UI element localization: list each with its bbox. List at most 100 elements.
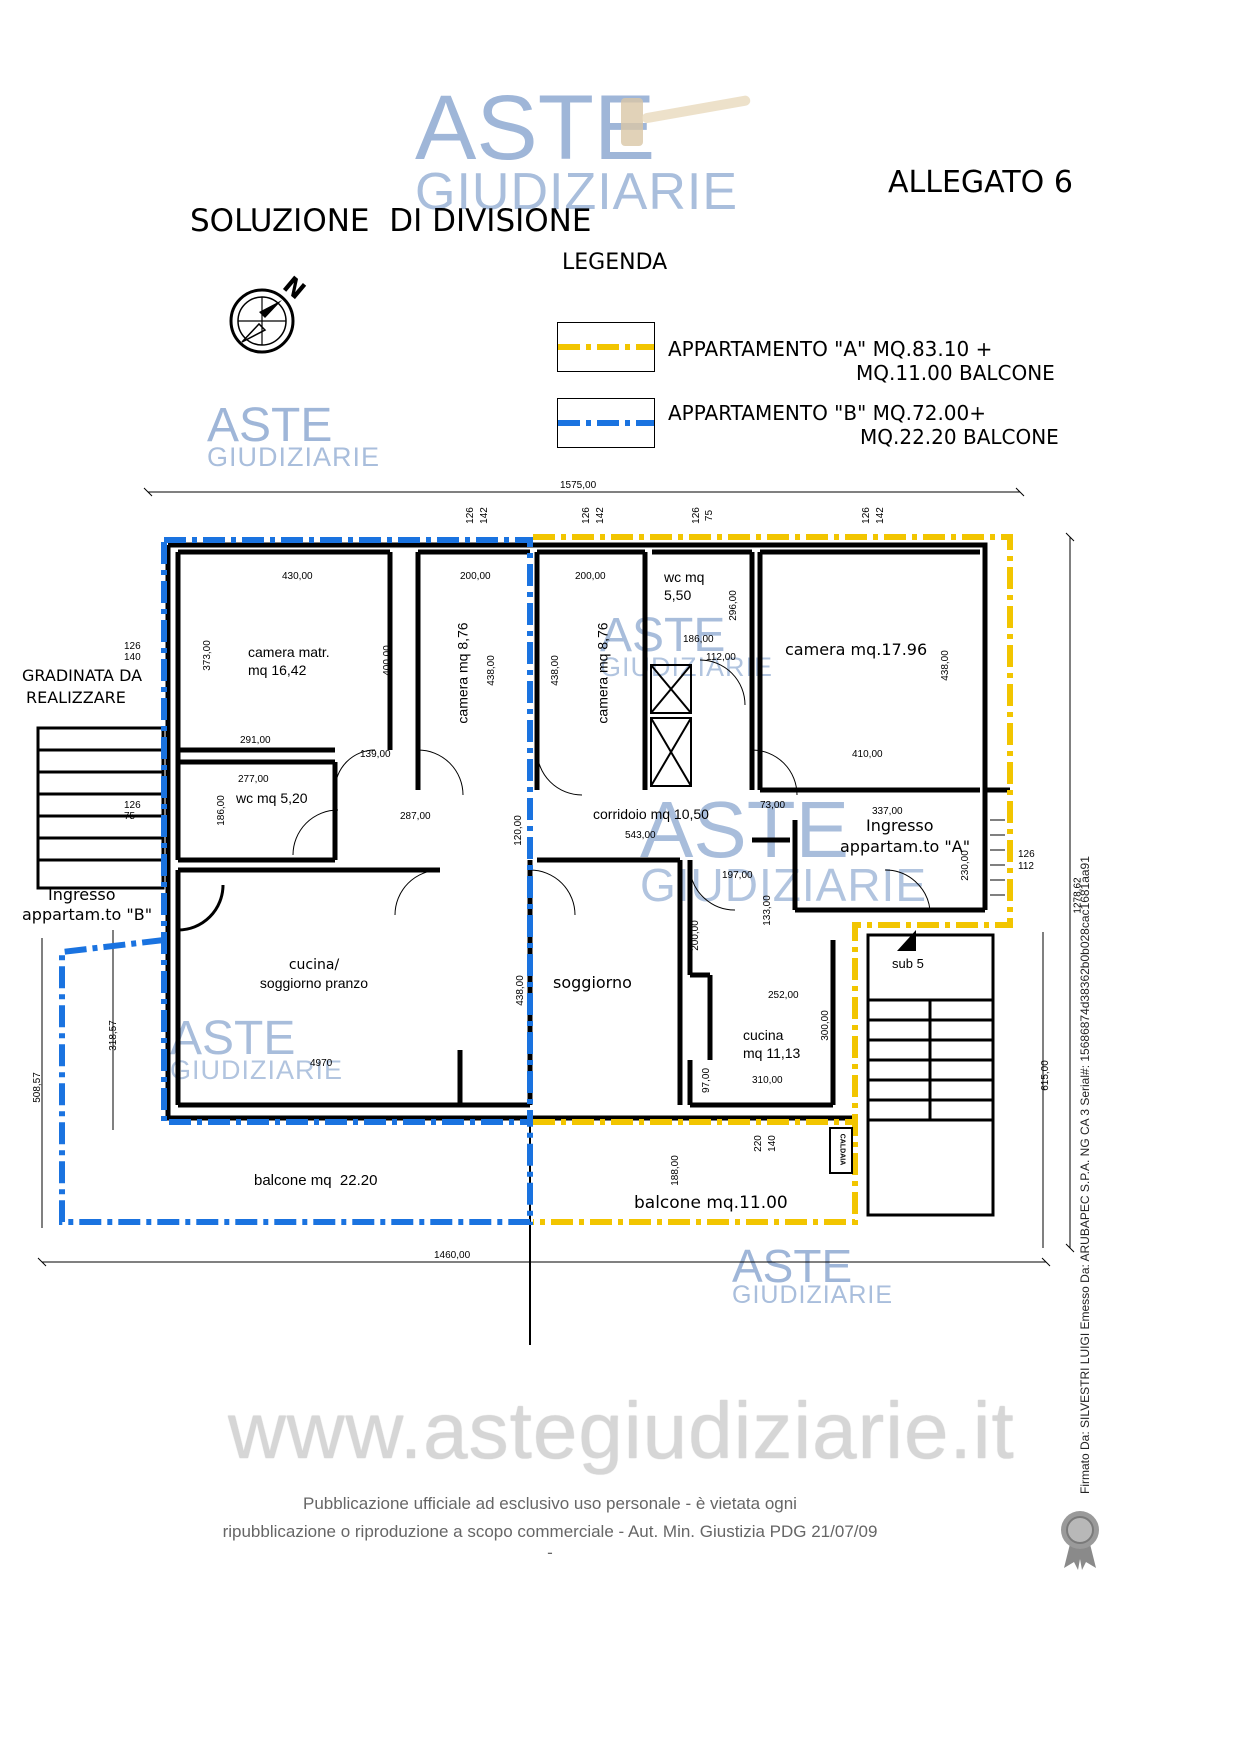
page-title: SOLUZIONE DI DIVISIONE xyxy=(190,203,592,239)
dim-438a: 438,00 xyxy=(485,655,497,686)
watermark-line2: GIUDIZIARIE xyxy=(207,442,381,472)
watermark-logo-plan1: ASTE GIUDIZIARIE xyxy=(600,612,773,681)
dim-w8a: 220 xyxy=(752,1135,764,1152)
legend-b-line1: APPARTAMENTO "B" MQ.72.00+ xyxy=(668,401,987,425)
dim-left-balc: 318,57 xyxy=(107,1020,119,1051)
room-wc-520: wc mq 5,20 xyxy=(236,790,308,806)
compass-icon xyxy=(222,276,317,361)
dim-top-total: 1575,00 xyxy=(560,480,597,491)
legend-a-line1: APPARTAMENTO "A" MQ.83.10 + xyxy=(668,337,993,361)
watermark-logo-top: ASTE GIUDIZIARIE xyxy=(415,82,738,218)
dim-w4a: 126 xyxy=(860,507,872,524)
dim-w1a: 126 xyxy=(464,507,476,524)
room-balcone-b: balcone mq 22.20 xyxy=(254,1172,378,1189)
note-gradinata-line2: REALIZZARE xyxy=(26,688,126,707)
dim-400: 400,00 xyxy=(381,645,393,676)
dim-337: 337,00 xyxy=(872,806,903,817)
note-gradinata: GRADINATA DA REALIZZARE xyxy=(22,665,142,709)
dim-300: 300,00 xyxy=(819,1010,831,1041)
watermark-line2: GIUDIZIARIE xyxy=(732,1281,894,1309)
dim-438d: 438,00 xyxy=(514,975,526,1006)
watermark-line1: ASTE xyxy=(640,785,849,874)
legend-b-line2: MQ.22.20 BALCONE xyxy=(860,425,1059,449)
watermark-line1: ASTE xyxy=(207,399,333,452)
watermark-line1: ASTE xyxy=(600,609,726,662)
watermark-logo-mid: ASTE GIUDIZIARIE xyxy=(207,402,380,471)
room-cucina-line2: soggiorno pranzo xyxy=(259,975,369,991)
room-soggiorno: soggiorno xyxy=(553,973,632,992)
dim-w5a: 126 xyxy=(124,641,141,652)
dim-133: 133,00 xyxy=(761,895,773,926)
digital-signature: Firmato Da: SILVESTRI LUIGI Emesso Da: A… xyxy=(1078,856,1092,1494)
room-camera-matr-line1: camera matr. xyxy=(248,644,330,660)
dim-252: 252,00 xyxy=(768,990,799,1001)
room-camera-876a: camera mq 8,76 xyxy=(454,622,471,724)
dim-410: 410,00 xyxy=(852,749,883,760)
dim-200c: 200,00 xyxy=(689,920,701,951)
room-caldaia: CALDAIA xyxy=(838,1133,846,1166)
room-cucina-soggiorno: cucina/ soggiorno pranzo xyxy=(255,956,373,992)
dim-112: 112,00 xyxy=(706,652,736,663)
room-camera-matr-line2: mq 16,42 xyxy=(248,662,307,678)
watermark-line2: GIUDIZIARIE xyxy=(415,163,739,221)
dim-296: 296,00 xyxy=(727,590,739,621)
dim-373: 373,00 xyxy=(201,640,213,671)
dim-139: 139,00 xyxy=(360,749,391,760)
dim-w1b: 142 xyxy=(478,507,490,524)
dim-w2b: 142 xyxy=(594,507,606,524)
dim-w5b: 140 xyxy=(124,652,141,663)
dim-120: 120,00 xyxy=(512,815,524,846)
dim-438b: 438,00 xyxy=(549,655,561,686)
dim-4970: 4970 xyxy=(310,1058,333,1069)
note-ingresso-b-line2: appartam.to "B" xyxy=(22,905,153,924)
legend-title: LEGENDA xyxy=(562,250,668,275)
dim-543: 543,00 xyxy=(625,830,656,841)
dim-w3a: 126 xyxy=(690,507,702,524)
dim-197: 197,00 xyxy=(722,870,753,881)
note-ingresso-a-line1: Ingresso xyxy=(866,816,934,835)
legend-swatch-a xyxy=(557,322,655,372)
note-ingresso-a: Ingresso appartam.to "A" xyxy=(840,815,970,857)
room-cucina-a-line2: mq 11,13 xyxy=(743,1045,801,1061)
dim-438c: 438,00 xyxy=(939,650,951,681)
room-camera-876b: camera mq 8,76 xyxy=(594,622,611,724)
dim-277: 277,00 xyxy=(238,774,269,785)
room-cucina-a-line1: cucina xyxy=(743,1027,784,1043)
dim-188: 188,00 xyxy=(669,1155,681,1186)
dim-w7a: 126 xyxy=(1018,849,1035,860)
room-corridoio: corridoio mq 10,50 xyxy=(593,806,709,822)
dim-186b: 186,00 xyxy=(683,634,714,645)
seal-icon xyxy=(1058,1510,1102,1575)
dim-w8b: 140 xyxy=(766,1135,778,1152)
dim-w4b: 142 xyxy=(874,507,886,524)
watermark-line2: GIUDIZIARIE xyxy=(170,1055,344,1085)
dim-287: 287,00 xyxy=(400,811,431,822)
room-wc-550-line1: wc mq xyxy=(664,569,705,585)
watermark-logo-bottom: ASTE GIUDIZIARIE xyxy=(732,1243,893,1308)
watermark-line1: ASTE xyxy=(170,1012,296,1065)
room-camera-1796: camera mq.17.96 xyxy=(785,640,928,659)
watermark-line2: GIUDIZIARIE xyxy=(600,652,774,682)
watermark-logo-plan3: ASTE GIUDIZIARIE xyxy=(170,1015,343,1084)
dim-430: 430,00 xyxy=(282,571,313,582)
legend-swatch-b xyxy=(557,398,655,448)
watermark-line1: ASTE xyxy=(732,1240,853,1292)
room-cucina-line1: cucina/ xyxy=(288,957,340,973)
dim-w7b: 112 xyxy=(1018,861,1034,872)
dim-bottom-total: 1460,00 xyxy=(434,1250,471,1261)
dim-186a: 186,00 xyxy=(215,795,227,826)
room-cucina-a: cucina mq 11,13 xyxy=(743,1026,800,1062)
watermark-line1: ASTE xyxy=(415,77,656,179)
legend-a-line2: MQ.11.00 BALCONE xyxy=(856,361,1055,385)
dim-73: 73,00 xyxy=(760,800,786,811)
note-ingresso-b: Ingresso appartam.to "B" xyxy=(22,885,152,925)
room-wc-550: wc mq 5,50 xyxy=(664,568,704,604)
room-balcone-a: balcone mq.11.00 xyxy=(634,1193,788,1213)
dim-left-lower: 508,57 xyxy=(31,1072,43,1103)
room-wc-550-line2: 5,50 xyxy=(664,587,692,603)
footer-note: Pubblicazione ufficiale ad esclusivo uso… xyxy=(0,1490,1100,1561)
dim-right-lower: 615,00 xyxy=(1039,1060,1051,1091)
dim-w3b: 75 xyxy=(704,509,716,522)
allegato-label: ALLEGATO 6 xyxy=(888,165,1073,200)
